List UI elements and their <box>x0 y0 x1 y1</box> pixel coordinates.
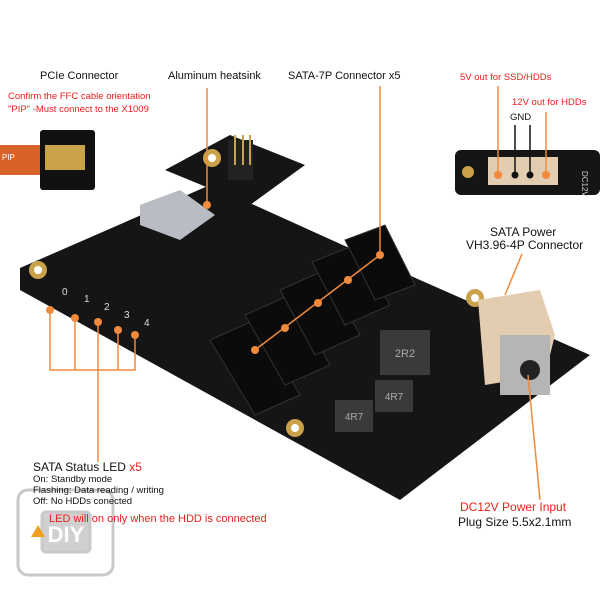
heatsink-label: Aluminum heatsink <box>168 70 261 82</box>
inductor-2r2-label: 2R2 <box>395 348 415 360</box>
pcie-ffc-inset: PIP <box>0 130 95 190</box>
gnd-label: GND <box>510 112 532 123</box>
inductor-4r7-label-2: 4R7 <box>345 412 364 423</box>
5v-label: 5V out for SSD/HDDs <box>460 72 552 83</box>
led-title: SATA Status LED x5 <box>33 460 142 474</box>
svg-text:3: 3 <box>124 310 130 321</box>
dc12v-silk: DC12V <box>580 171 589 197</box>
svg-text:DIY: DIY <box>48 522 85 547</box>
pcie-note-1: Confirm the FFC cable orientation <box>8 91 151 102</box>
plug-size-label: Plug Size 5.5x2.1mm <box>458 515 572 529</box>
pcie-note-2: "PIP" -Must connect to the X1009 <box>8 104 149 115</box>
warning-icon <box>31 525 45 537</box>
led-count: x5 <box>129 460 142 474</box>
led-warning-text: LED will on only when the HDD is connect… <box>49 513 267 525</box>
led-silk-labels: 0 1 2 3 4 <box>62 287 150 329</box>
svg-text:0: 0 <box>62 287 68 298</box>
pcie-label: PCIe Connector <box>40 70 119 82</box>
vh396-label: VH3.96-4P Connector <box>466 238 584 252</box>
led-title-text: SATA Status LED <box>33 460 126 474</box>
led-on-text: On: Standby mode <box>33 474 113 485</box>
diy-logo: DIY <box>16 488 115 577</box>
sata-power-label: SATA Power <box>490 225 557 239</box>
led-flash-text: Flashing: Data reading / writing <box>33 485 164 496</box>
svg-text:PIP: PIP <box>2 153 15 162</box>
svg-text:4: 4 <box>144 318 150 329</box>
svg-text:1: 1 <box>84 294 90 305</box>
heatsink <box>140 190 215 240</box>
inductor-4r7-label: 4R7 <box>385 392 404 403</box>
sata7p-label: SATA-7P Connector x5 <box>288 70 401 82</box>
12v-label: 12V out for HDDs <box>512 97 587 108</box>
svg-text:2: 2 <box>104 302 110 313</box>
led-off-text: Off: No HDDs conected <box>33 496 133 507</box>
dc-input-label: DC12V Power Input <box>460 500 567 514</box>
sata-connectors <box>209 224 416 416</box>
